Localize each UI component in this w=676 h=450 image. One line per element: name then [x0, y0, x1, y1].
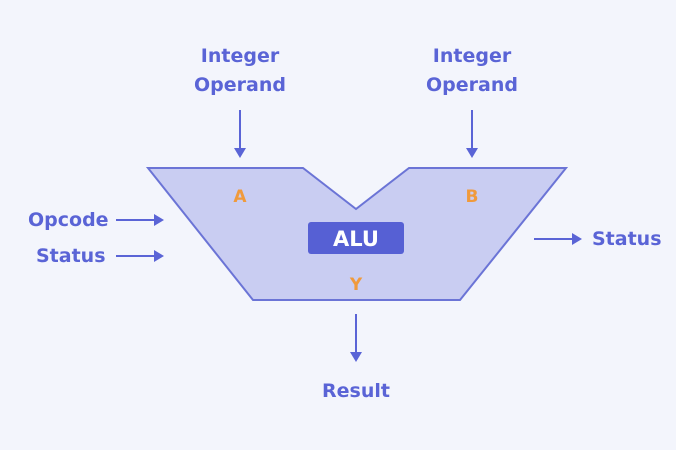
operand-a-label-line2: Operand [194, 74, 286, 96]
status-in-label: Status [36, 245, 106, 267]
result-arrowhead [350, 352, 362, 362]
status-out-label: Status [592, 228, 662, 250]
status-in-arrowhead [154, 250, 164, 262]
operand-b-arrowhead [466, 148, 478, 158]
operand-a-label-line1: Integer [201, 45, 280, 67]
operand-b-label-line2: Operand [426, 74, 518, 96]
alu-label: ALU [333, 227, 379, 251]
result-label: Result [322, 380, 390, 402]
alu-label-box [308, 222, 404, 254]
operand-a-arrowhead [234, 148, 246, 158]
port-y-label: Y [349, 275, 363, 295]
status-out-arrowhead [572, 233, 582, 245]
operand-b-label-line1: Integer [433, 45, 512, 67]
port-b-label: B [466, 187, 479, 207]
opcode-label: Opcode [28, 209, 109, 231]
opcode-arrowhead [154, 214, 164, 226]
port-a-label: A [233, 187, 247, 207]
